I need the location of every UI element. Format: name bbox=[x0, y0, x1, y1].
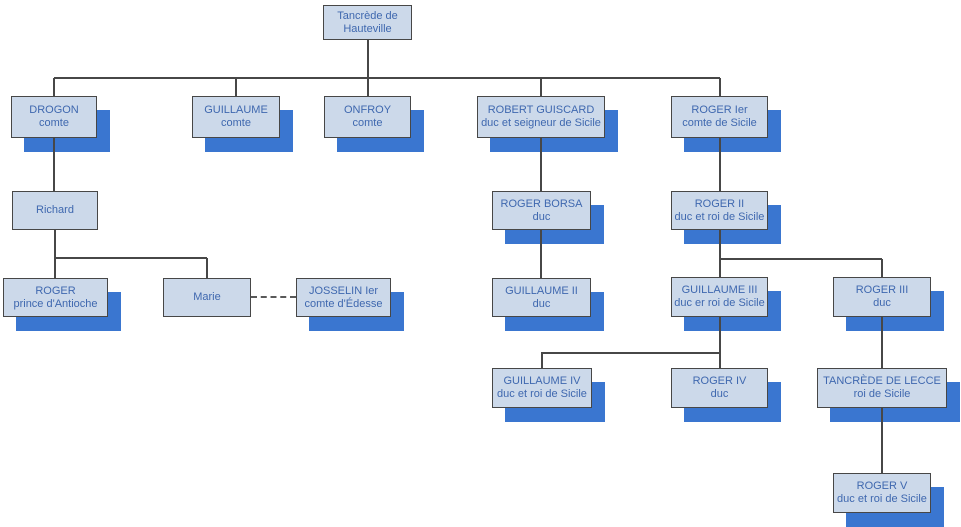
node-name: ROGER BORSA bbox=[500, 197, 583, 210]
connector-drop-roger1 bbox=[719, 78, 721, 96]
connector-drop-guillaume bbox=[235, 78, 237, 96]
node-title: duc et roi de Sicile bbox=[497, 388, 587, 400]
node-roger-1er: ROGER Ier comte de Sicile bbox=[671, 96, 768, 138]
node-title: duc bbox=[873, 297, 891, 309]
connector-richard-antioche bbox=[54, 230, 56, 278]
node-guillaume-3: GUILLAUME III duc er roi de Sicile bbox=[671, 277, 768, 317]
node-name: ROGER III bbox=[855, 284, 909, 296]
connector-tancrede-down bbox=[367, 40, 369, 78]
node-drogon: DROGON comte bbox=[11, 96, 97, 138]
node-roger-antioche: ROGER prince d'Antioche bbox=[3, 278, 108, 317]
connector-roger3-lecce bbox=[881, 317, 883, 368]
node-title: duc bbox=[532, 210, 551, 223]
node-title: duc et roi de Sicile bbox=[674, 210, 765, 223]
node-title: comte d'Édesse bbox=[304, 297, 383, 310]
node-richard: Richard bbox=[12, 191, 98, 230]
node-title: duc er roi de Sicile bbox=[674, 297, 765, 309]
node-title: comte de Sicile bbox=[682, 117, 757, 129]
connector-drop-drogon bbox=[53, 78, 55, 96]
node-name: ROGER V bbox=[856, 480, 908, 492]
node-name: Tancrède de Hauteville bbox=[337, 9, 398, 35]
node-tancrede-de-lecce: TANCRÈDE DE LECCE roi de Sicile bbox=[817, 368, 947, 408]
connector-richard-children-bus bbox=[54, 257, 207, 259]
node-guillaume: GUILLAUME comte bbox=[192, 96, 280, 138]
connector-guillaume3-children-bus bbox=[541, 352, 720, 354]
node-name: TANCRÈDE DE LECCE bbox=[823, 375, 941, 387]
node-title: prince d'Antioche bbox=[13, 297, 98, 310]
node-robert-guiscard: ROBERT GUISCARD duc et seigneur de Sicil… bbox=[477, 96, 605, 138]
node-name: ONFROY bbox=[343, 104, 392, 116]
node-roger-3: ROGER III duc bbox=[833, 277, 931, 317]
node-name: GUILLAUME bbox=[204, 104, 268, 116]
node-name: Marie bbox=[193, 291, 221, 303]
node-name: ROGER bbox=[35, 284, 76, 297]
node-roger-borsa: ROGER BORSA duc bbox=[492, 191, 591, 230]
connector-drop-roger3 bbox=[881, 259, 883, 277]
node-title: comte bbox=[39, 117, 69, 129]
node-title: duc bbox=[710, 388, 729, 400]
connector-roger1-roger2 bbox=[719, 138, 721, 191]
node-title: duc bbox=[532, 297, 551, 310]
connector-borsa-guillaume2 bbox=[540, 230, 542, 278]
connector-drogon-richard bbox=[53, 138, 55, 191]
node-guillaume-4: GUILLAUME IV duc et roi de Sicile bbox=[492, 368, 592, 408]
connector-drop-guillaume4 bbox=[541, 353, 543, 368]
connector-generation1-bus bbox=[54, 77, 720, 79]
node-onfroy: ONFROY comte bbox=[324, 96, 411, 138]
node-marie: Marie bbox=[163, 278, 251, 317]
node-name: GUILLAUME IV bbox=[503, 375, 581, 387]
node-name: DROGON bbox=[29, 104, 79, 116]
node-name: GUILLAUME II bbox=[505, 284, 578, 297]
connector-robert-borsa bbox=[540, 138, 542, 191]
node-name: ROGER Ier bbox=[691, 104, 748, 116]
connector-roger2-guillaume3 bbox=[719, 230, 721, 277]
connector-guillaume3-roger4 bbox=[719, 317, 721, 368]
node-tancrede-de-hauteville: Tancrède de Hauteville bbox=[323, 5, 412, 40]
connector-drop-marie bbox=[206, 258, 208, 278]
node-roger-2: ROGER II duc et roi de Sicile bbox=[671, 191, 768, 230]
node-roger-5: ROGER V duc et roi de Sicile bbox=[833, 473, 931, 513]
node-title: comte bbox=[221, 117, 251, 129]
node-name: Richard bbox=[36, 204, 74, 216]
node-name: ROGER II bbox=[694, 197, 745, 210]
connector-lecce-roger5 bbox=[881, 408, 883, 473]
node-name: ROBERT GUISCARD bbox=[487, 104, 595, 116]
node-name: ROGER IV bbox=[692, 375, 747, 387]
connector-drop-onfroy bbox=[367, 78, 369, 96]
connector-drop-robert bbox=[540, 78, 542, 96]
node-roger-4: ROGER IV duc bbox=[671, 368, 768, 408]
node-name: GUILLAUME III bbox=[681, 284, 758, 296]
connector-marriage-marie-josselin bbox=[251, 296, 296, 298]
node-guillaume-2: GUILLAUME II duc bbox=[492, 278, 591, 317]
node-title: duc et roi de Sicile bbox=[837, 493, 927, 505]
node-josselin: JOSSELIN Ier comte d'Édesse bbox=[296, 278, 391, 317]
node-title: roi de Sicile bbox=[853, 388, 911, 400]
node-title: duc et seigneur de Sicile bbox=[481, 117, 601, 129]
connector-roger2-children-bus bbox=[719, 258, 882, 260]
node-title: comte bbox=[352, 117, 383, 129]
node-name: JOSSELIN Ier bbox=[308, 284, 379, 297]
